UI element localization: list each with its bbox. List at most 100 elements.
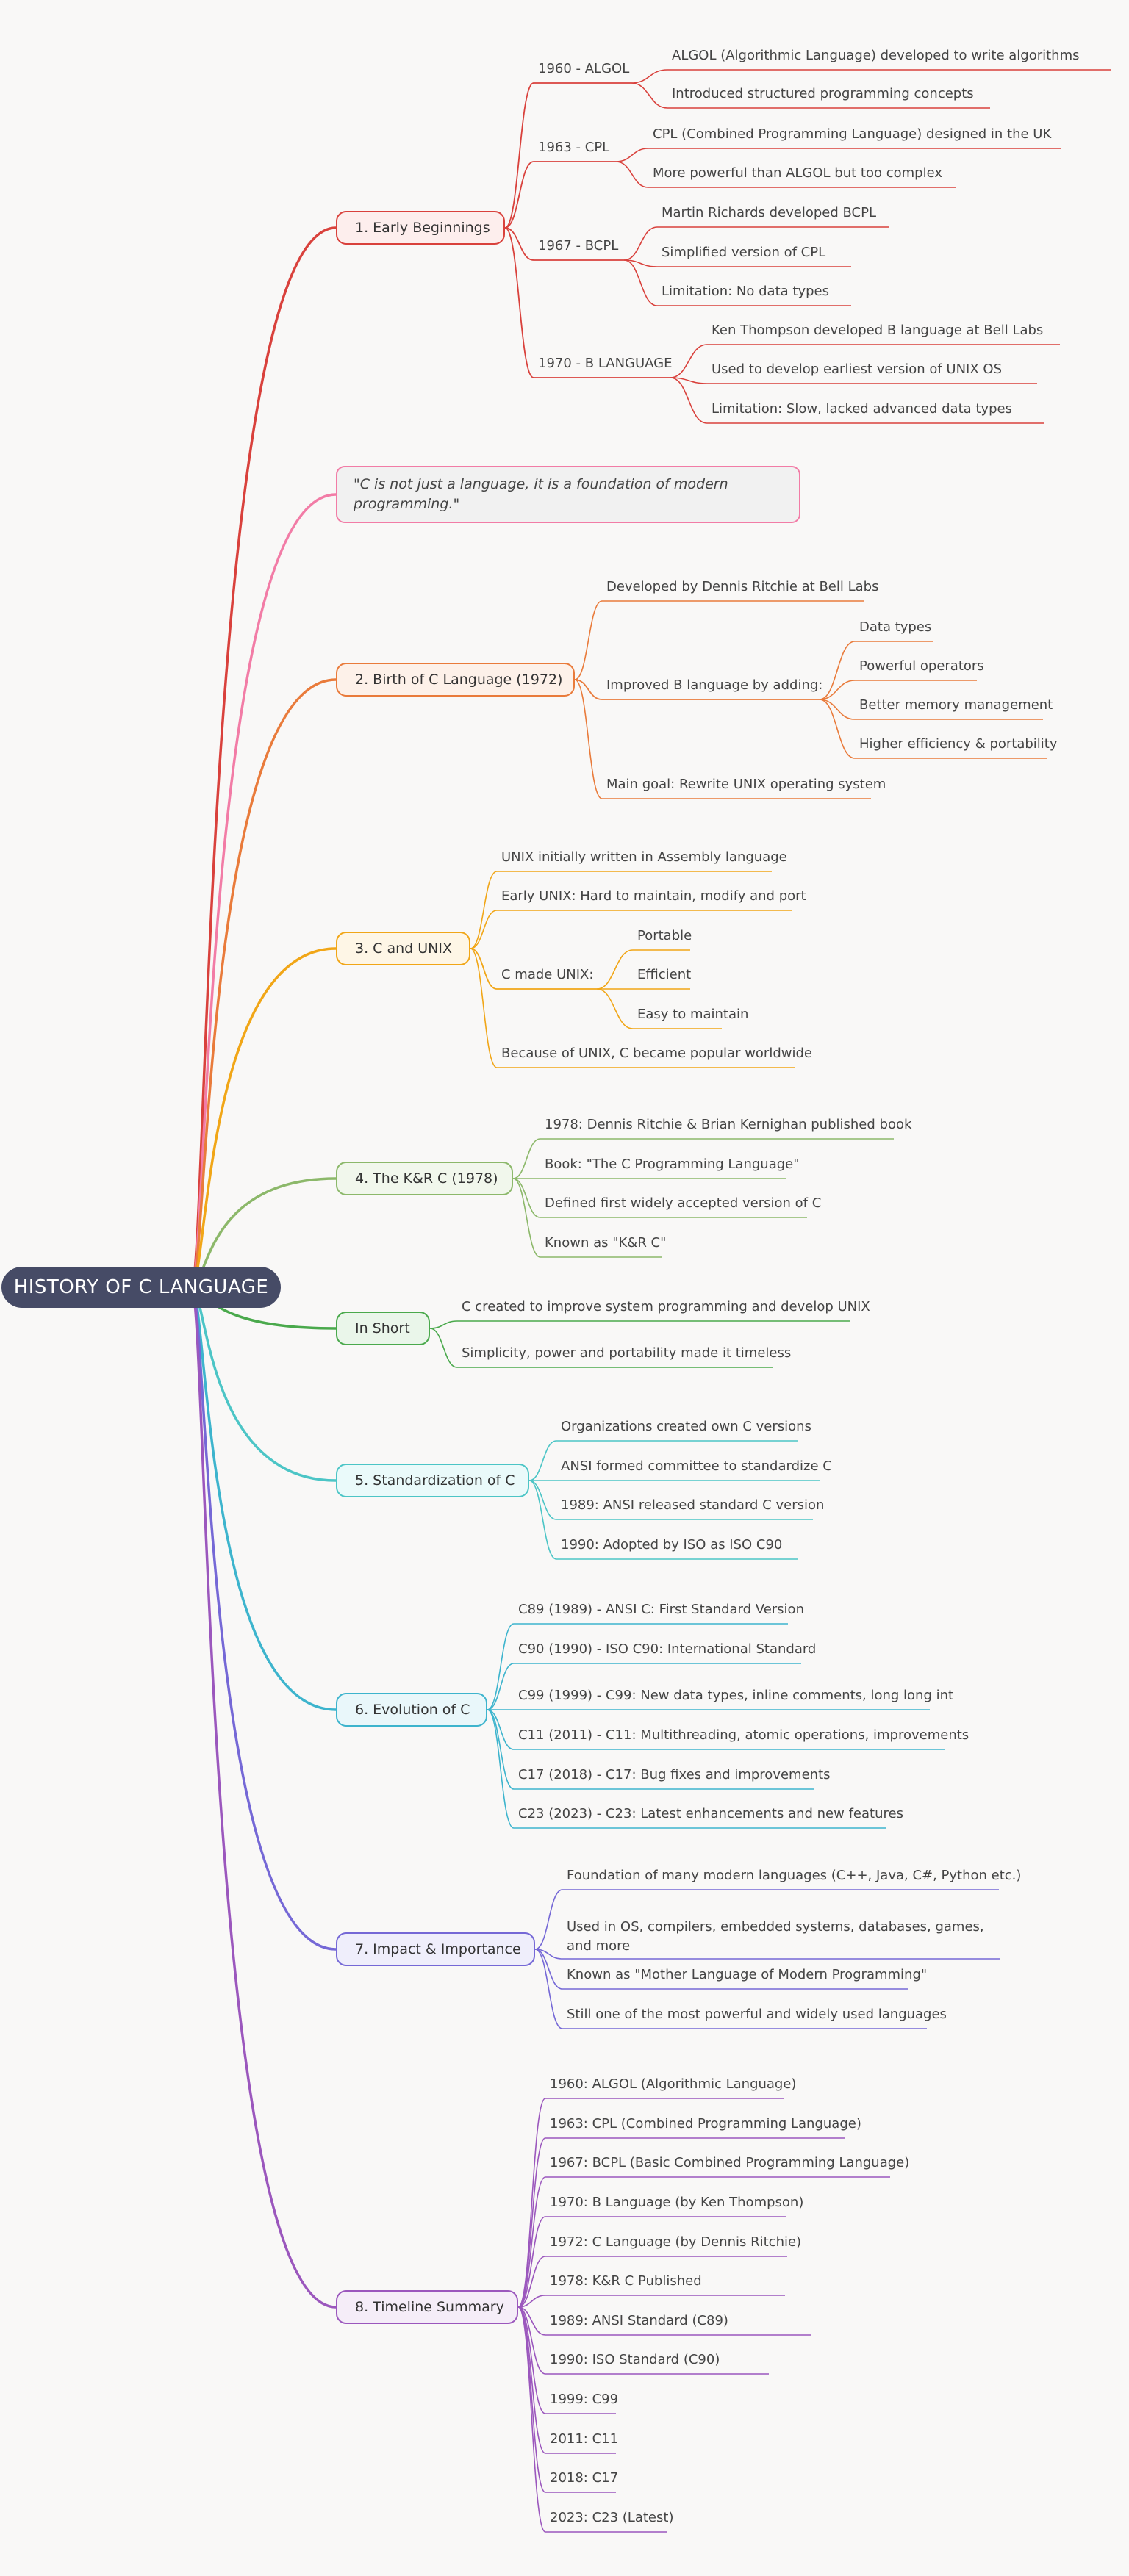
branch-in-short[interactable]: In Short — [336, 1312, 430, 1345]
early-cpl-connector — [504, 161, 534, 229]
quote-box: "C is not just a language, it is a found… — [336, 466, 800, 523]
timeline-item-5: 1978: K&R C Published — [550, 2273, 702, 2289]
evo-item-1-connector — [487, 1663, 515, 1710]
early-cpl-item-1: More powerful than ALGOL but too complex — [653, 165, 942, 181]
early-cpl-item-0-connector — [615, 148, 649, 162]
early-bcpl-item-1: Simplified version of CPL — [662, 245, 826, 260]
early-bcpl-item-1-connector — [623, 259, 658, 267]
birth-improved-item-0: Data types — [859, 619, 932, 635]
branch-kr-c[interactable]: 4. The K&R C (1978) — [336, 1162, 513, 1195]
birth-improved-item-1: Powerful operators — [859, 658, 984, 674]
branch-timeline[interactable]: 8. Timeline Summary — [336, 2290, 518, 2324]
birth-improved-item-1-connector — [819, 680, 856, 700]
early-bcpl-connector — [504, 227, 534, 261]
early-b-item-1-connector — [670, 377, 708, 384]
unix-made-item-2-connector — [596, 988, 634, 1029]
evo-item-4: C17 (2018) - C17: Bug fixes and improvem… — [518, 1767, 831, 1782]
evo-item-5-connector — [487, 1709, 515, 1829]
root-link-impact — [191, 1287, 337, 1951]
early-algol-item-1: Introduced structured programming concep… — [672, 86, 974, 101]
early-b-item-1: Used to develop earliest version of UNIX… — [712, 361, 1003, 377]
birth-improved-item-2-connector — [819, 699, 856, 720]
unix-made-label: C made UNIX: — [501, 967, 594, 982]
early-cpl-label: 1963 - CPL — [538, 140, 610, 155]
unix-item-0-connector — [470, 871, 498, 949]
timeline-item-1-connector — [517, 2137, 546, 2308]
unix-last-connector — [470, 948, 498, 1068]
timeline-item-0: 1960: ALGOL (Algorithmic Language) — [550, 2076, 797, 2092]
impact-item-3-connector — [534, 1949, 563, 2029]
timeline-item-5-connector — [517, 2295, 546, 2308]
std-item-0: Organizations created own C versions — [561, 1419, 811, 1434]
unix-item-1: Early UNIX: Hard to maintain, modify and… — [501, 888, 806, 904]
birth-improved-item-0-connector — [819, 641, 856, 700]
timeline-item-3: 1970: B Language (by Ken Thompson) — [550, 2195, 804, 2210]
timeline-item-8: 1999: C99 — [550, 2392, 619, 2407]
short-item-1: Simplicity, power and portability made i… — [462, 1345, 792, 1361]
impact-item-2-connector — [534, 1949, 563, 1990]
unix-item-0: UNIX initially written in Assembly langu… — [501, 849, 787, 865]
evo-item-2: C99 (1999) - C99: New data types, inline… — [518, 1688, 954, 1703]
timeline-item-4-connector — [517, 2256, 546, 2308]
unix-last: Because of UNIX, C became popular worldw… — [501, 1046, 812, 1061]
early-cpl-item-1-connector — [615, 161, 649, 188]
birth-improved-item-2: Better memory management — [859, 697, 1053, 713]
std-item-2-connector — [528, 1480, 557, 1520]
kr-item-0: 1978: Dennis Ritchie & Brian Kernighan p… — [545, 1117, 912, 1132]
early-bcpl-item-2-connector — [623, 259, 658, 306]
short-item-0-connector — [429, 1320, 458, 1329]
branch-early-beginnings[interactable]: 1. Early Beginnings — [336, 211, 505, 245]
branch-birth-of-c[interactable]: 2. Birth of C Language (1972) — [336, 663, 575, 697]
impact-item-3: Still one of the most powerful and widel… — [567, 2007, 947, 2022]
early-algol-item-0: ALGOL (Algorithmic Language) developed t… — [672, 48, 1080, 63]
std-item-1: ANSI formed committee to standardize C — [561, 1458, 832, 1474]
birth-goal: Main goal: Rewrite UNIX operating system — [606, 777, 886, 792]
early-b-item-2: Limitation: Slow, lacked advanced data t… — [712, 401, 1012, 417]
branch-standardization[interactable]: 5. Standardization of C — [336, 1464, 529, 1497]
timeline-item-10: 2018: C17 — [550, 2470, 619, 2486]
timeline-item-3-connector — [517, 2216, 546, 2308]
root-link-unix — [191, 947, 337, 1289]
kr-item-3: Known as "K&R C" — [545, 1235, 667, 1251]
kr-item-2: Defined first widely accepted version of… — [545, 1195, 822, 1211]
evo-item-1: C90 (1990) - ISO C90: International Stan… — [518, 1641, 817, 1657]
impact-item-2: Known as "Mother Language of Modern Prog… — [567, 1967, 928, 1982]
birth-improved-connector — [574, 679, 603, 700]
timeline-item-2: 1967: BCPL (Basic Combined Programming L… — [550, 2155, 910, 2170]
std-item-3-connector — [528, 1480, 557, 1560]
std-item-2: 1989: ANSI released standard C version — [561, 1497, 825, 1513]
evo-item-0-connector — [487, 1623, 515, 1710]
kr-item-1: Book: "The C Programming Language" — [545, 1156, 800, 1172]
unix-made-item-1: Efficient — [637, 967, 692, 982]
timeline-item-10-connector — [517, 2306, 546, 2493]
root-link-quote — [191, 493, 337, 1288]
root-node[interactable]: HISTORY OF C LANGUAGE — [1, 1267, 281, 1308]
early-bcpl-item-0: Martin Richards developed BCPL — [662, 205, 876, 220]
impact-item-1: Used in OS, compilers, embedded systems,… — [567, 1919, 984, 1954]
branch-impact[interactable]: 7. Impact & Importance — [336, 1932, 535, 1966]
kr-item-0-connector — [512, 1138, 541, 1179]
root-link-early — [191, 226, 337, 1288]
branch-c-and-unix[interactable]: 3. C and UNIX — [336, 932, 470, 965]
branch-evolution[interactable]: 6. Evolution of C — [336, 1693, 487, 1727]
early-bcpl-label: 1967 - BCPL — [538, 238, 619, 253]
early-algol-label: 1960 - ALGOL — [538, 61, 630, 76]
timeline-item-6: 1989: ANSI Standard (C89) — [550, 2313, 728, 2328]
birth-dev-connector — [574, 600, 603, 680]
timeline-item-7: 1990: ISO Standard (C90) — [550, 2352, 720, 2367]
early-bcpl-item-0-connector — [623, 226, 658, 261]
birth-improved-item-3-connector — [819, 699, 856, 759]
early-cpl-item-0: CPL (Combined Programming Language) desi… — [653, 126, 1052, 142]
early-b-item-2-connector — [670, 377, 708, 424]
short-item-1-connector — [429, 1328, 458, 1368]
unix-item-1-connector — [470, 910, 498, 949]
evo-item-5: C23 (2023) - C23: Latest enhancements an… — [518, 1806, 903, 1821]
early-b-item-0-connector — [670, 344, 708, 378]
impact-item-0-connector — [534, 1889, 563, 1950]
unix-made-item-0-connector — [596, 949, 634, 990]
timeline-item-11-connector — [517, 2306, 546, 2533]
impact-item-0: Foundation of many modern languages (C++… — [567, 1868, 1022, 1883]
root-link-timeline — [191, 1287, 337, 2309]
kr-item-3-connector — [512, 1178, 541, 1258]
kr-item-2-connector — [512, 1178, 541, 1218]
